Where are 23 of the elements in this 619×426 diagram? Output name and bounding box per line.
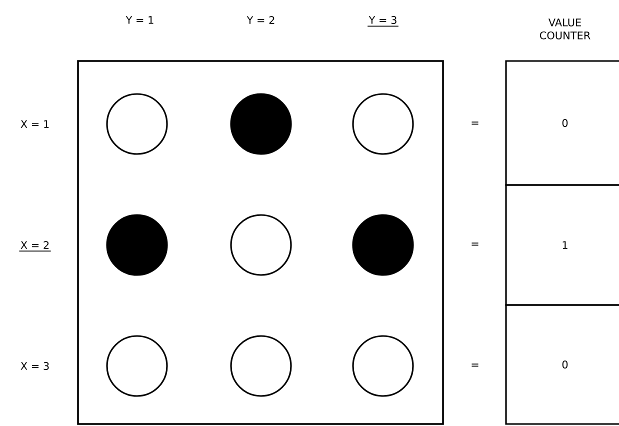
equals-sign: = — [472, 242, 478, 246]
row-label: X = 1 — [20, 120, 49, 128]
row-label: X = 2 — [18, 241, 52, 252]
column-label: Y = 3 — [367, 16, 399, 27]
column-label: Y = 1 — [126, 16, 154, 24]
column-heading: VALUE COUNTER — [540, 18, 590, 40]
equals-sign: = — [472, 364, 478, 367]
empty-circle — [230, 335, 292, 397]
counter-cell: 0 — [505, 304, 619, 425]
column-label: Y = 2 — [246, 16, 274, 24]
empty-circle — [352, 93, 414, 155]
empty-circle — [230, 214, 292, 276]
filled-circle — [352, 214, 414, 276]
filled-circle — [106, 214, 168, 276]
counter-cell: 0 — [505, 60, 619, 186]
grid-frame — [77, 60, 444, 425]
filled-circle — [230, 93, 292, 155]
empty-circle — [352, 335, 414, 397]
equals-sign: = — [472, 122, 478, 125]
counter-cell: 1 — [505, 184, 619, 306]
empty-circle — [106, 93, 168, 155]
row-label: X = 3 — [20, 362, 49, 370]
empty-circle — [106, 335, 168, 397]
